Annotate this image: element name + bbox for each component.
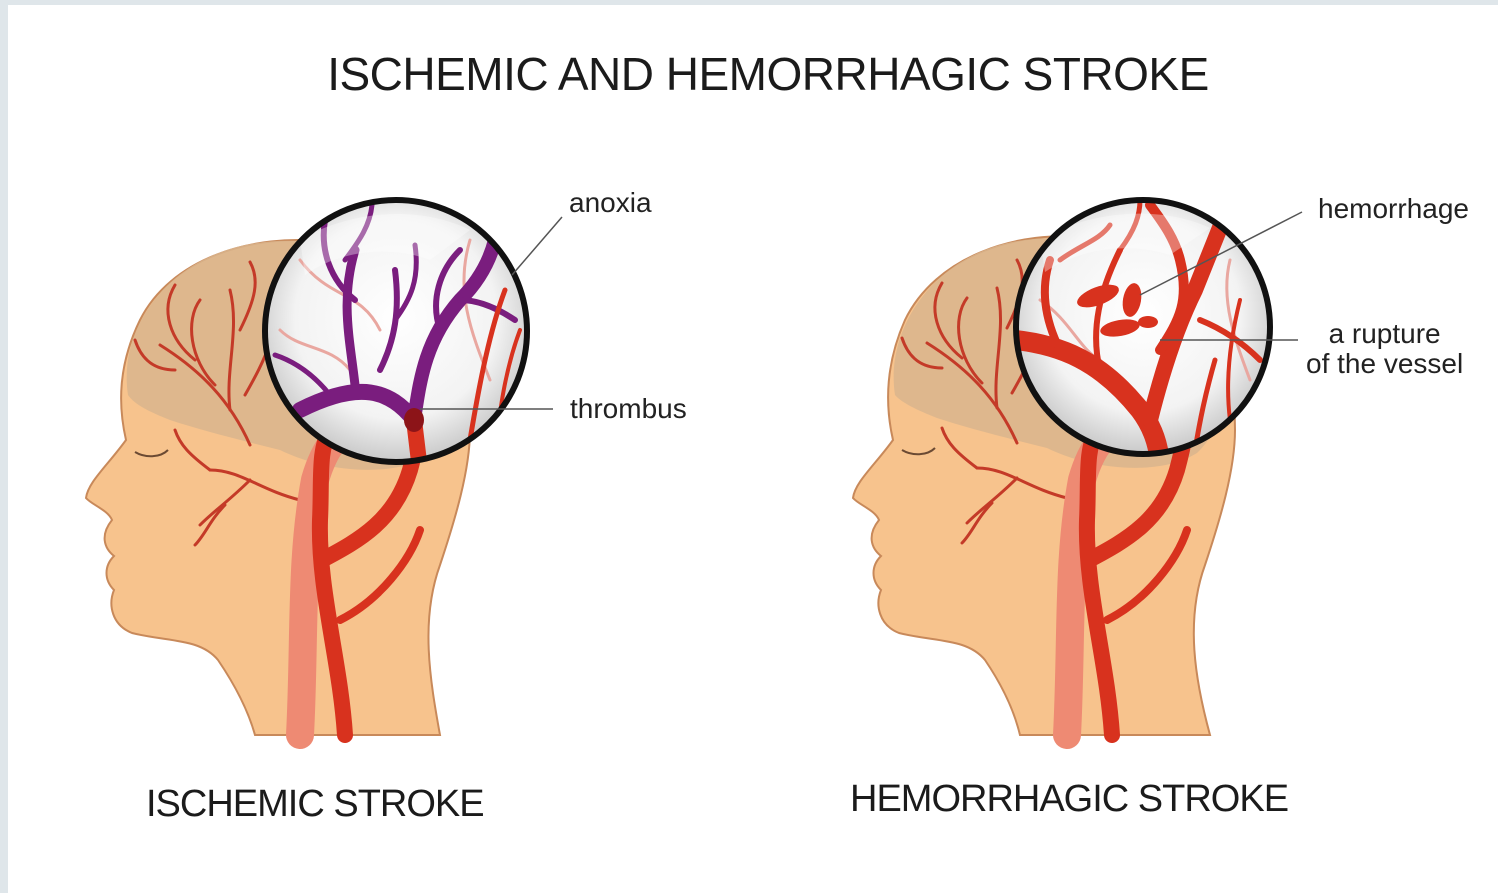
label-vessel-rupture: a rupture of the vessel: [1306, 319, 1463, 379]
label-anoxia: anoxia: [569, 188, 652, 218]
caption-ischemic-stroke: ISCHEMIC STROKE: [146, 783, 484, 826]
thrombus-clot: [404, 408, 424, 432]
label-vessel-rupture-line2: of the vessel: [1306, 349, 1463, 379]
label-thrombus: thrombus: [570, 394, 687, 424]
caption-hemorrhagic-stroke: HEMORRHAGIC STROKE: [850, 778, 1288, 821]
diagram-title: ISCHEMIC AND HEMORRHAGIC STROKE: [8, 47, 1498, 101]
label-hemorrhage: hemorrhage: [1318, 194, 1469, 224]
diagram-canvas: ISCHEMIC AND HEMORRHAGIC STROKE anoxia t…: [8, 5, 1498, 893]
anoxia-leader-line: [512, 217, 562, 275]
label-vessel-rupture-line1: a rupture: [1306, 319, 1463, 349]
